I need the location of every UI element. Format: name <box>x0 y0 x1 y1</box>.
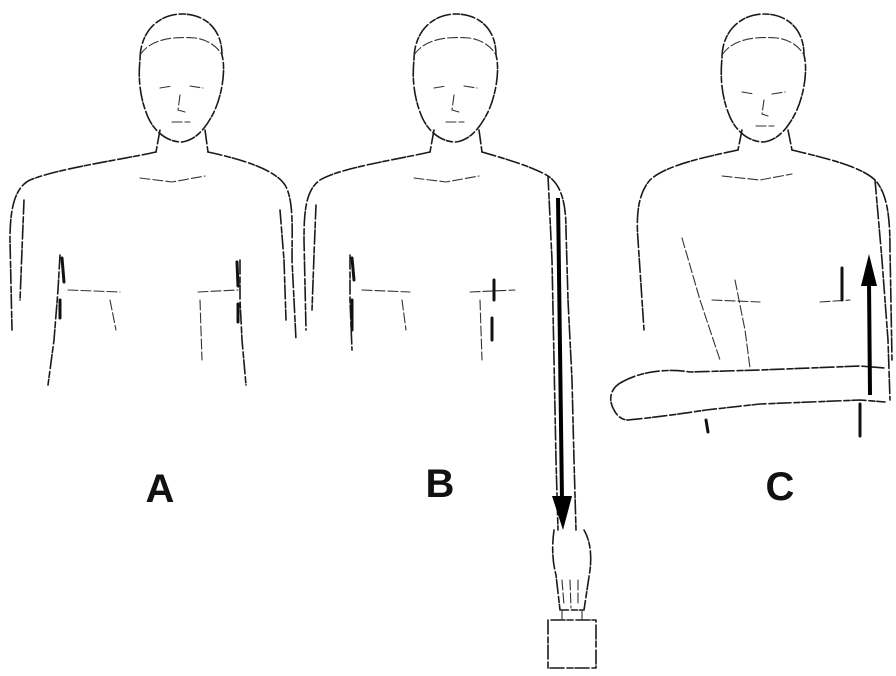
figure-b-hair <box>414 38 496 55</box>
figure-a-waist <box>68 290 238 360</box>
figure-c-hand <box>611 382 628 420</box>
figure-b-collarbone <box>414 176 479 182</box>
figure-a-head <box>139 14 223 142</box>
figure-a-collarbone <box>140 176 205 182</box>
figure-c-hair <box>722 38 804 55</box>
figure-c-shade <box>706 268 860 436</box>
panel-c: C <box>611 14 892 509</box>
figure-c-waist <box>712 300 850 302</box>
figure-a-left-arm <box>20 200 60 385</box>
figure-b-hand <box>553 530 591 610</box>
figure-b-left-arm <box>312 205 352 350</box>
figure-b-person <box>304 14 596 668</box>
figure-b-shade-left <box>352 258 354 330</box>
figure-c-collarbone <box>722 174 792 180</box>
arrow-up-head <box>861 254 877 286</box>
figure-c-forearm <box>622 366 885 420</box>
panel-a: A <box>10 14 296 511</box>
figure-b-weight <box>548 620 596 668</box>
figure-b-shade-right <box>492 280 494 340</box>
figure-a-shade-right <box>237 262 238 322</box>
figure-c-neck <box>738 130 792 150</box>
arrow-down-head <box>552 496 572 530</box>
figure-c-upper-arm <box>682 238 750 368</box>
figure-c-head <box>721 14 805 142</box>
figure-a-hair <box>140 38 222 55</box>
figure-b-torso <box>304 152 568 330</box>
figure-a-face <box>160 86 203 122</box>
figure-c-person <box>611 14 892 436</box>
figure-a-person <box>10 14 296 385</box>
panel-label-a: A <box>146 467 175 511</box>
panel-b: B <box>304 14 596 668</box>
figure-a-torso <box>10 152 296 340</box>
figure-a-shade-left <box>60 258 64 318</box>
figure-c-torso <box>637 150 892 360</box>
figure-a-right-arm <box>240 210 286 385</box>
figure-b-head <box>413 14 497 142</box>
figure-b-fingers <box>562 580 578 608</box>
arrow-down-line <box>558 198 562 500</box>
panel-label-c: C <box>766 465 795 509</box>
panel-label-b: B <box>426 462 455 506</box>
figure-b-face <box>434 86 477 122</box>
figure-c-face <box>742 92 785 126</box>
arrow-up-line <box>869 282 870 395</box>
